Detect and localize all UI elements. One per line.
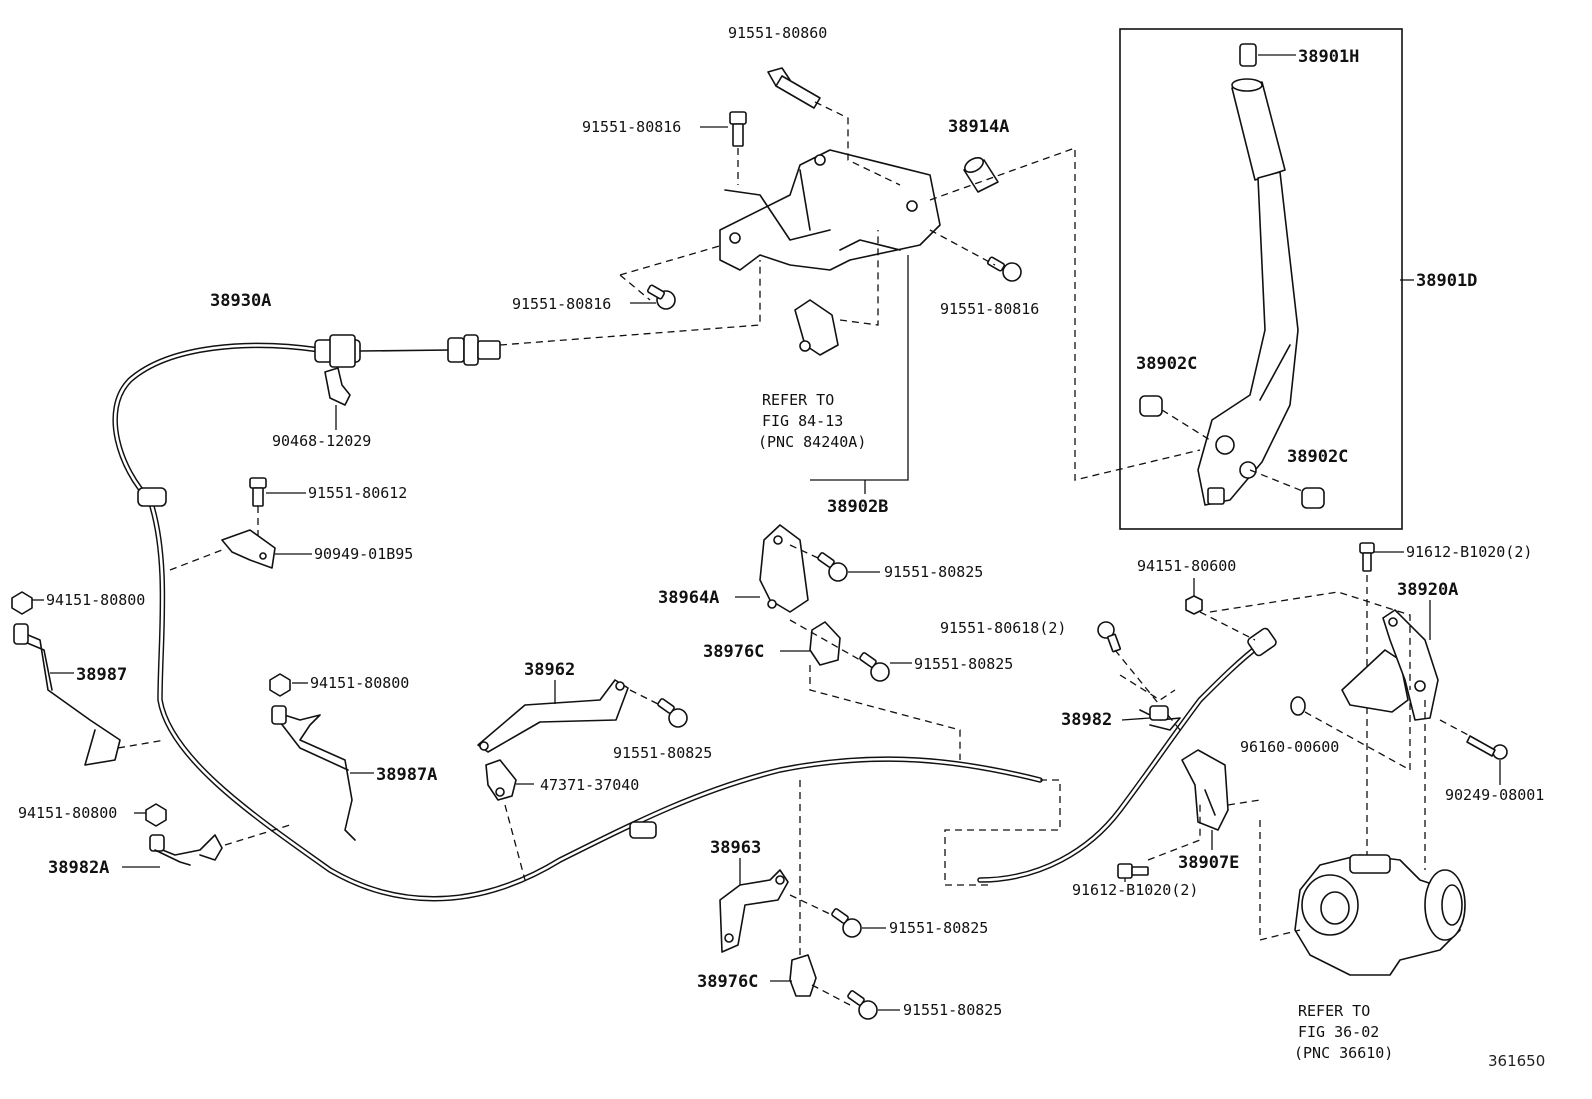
label-38902b: 38902B — [827, 497, 888, 517]
label-38982a: 38982A — [48, 858, 109, 878]
label-94151-80800-a: 94151-80800 — [46, 591, 145, 609]
rod-38987a — [271, 705, 356, 841]
label-91551-80618: 91551-80618(2) — [940, 619, 1066, 637]
label-91551-80816-a: 91551-80816 — [582, 118, 681, 136]
lever-assembly-box — [1119, 28, 1403, 530]
label-91551-80825-c: 91551-80825 — [914, 655, 1013, 673]
bolt-91551-80825-a — [657, 698, 688, 728]
bracket-38920a — [1341, 609, 1439, 721]
ref-36610-line1: REFER TO — [1298, 1002, 1370, 1020]
label-94151-80600: 94151-80600 — [1137, 557, 1236, 575]
label-38901h: 38901H — [1298, 47, 1359, 67]
bolt-91551-80612 — [249, 477, 267, 507]
label-91551-80825-d: 91551-80825 — [889, 919, 988, 937]
bushing-38914a — [963, 156, 999, 193]
nut-94151-80800-a — [11, 591, 33, 615]
bracket-38963 — [719, 869, 789, 953]
clip-38976c-b — [789, 954, 817, 997]
bolt-90249-08001 — [1466, 735, 1508, 760]
label-38920a: 38920A — [1397, 580, 1458, 600]
label-91612-b1020-a: 91612-B1020(2) — [1406, 543, 1532, 561]
washer-96160-00600 — [1290, 696, 1306, 716]
knob-38901h — [1239, 43, 1257, 67]
label-91551-80860: 91551-80860 — [728, 24, 827, 42]
grommet — [137, 487, 167, 507]
retainer-90468-12029 — [324, 367, 351, 406]
nut-94151-80800-c — [145, 803, 167, 827]
label-38976c-b: 38976C — [697, 972, 758, 992]
label-91612-b1020-b: 91612-B1020(2) — [1072, 881, 1198, 899]
label-38982: 38982 — [1061, 710, 1112, 730]
bolt-91551-80816-c — [987, 256, 1022, 282]
label-38963: 38963 — [710, 838, 761, 858]
label-38987a: 38987A — [376, 765, 437, 785]
label-91551-80825-e: 91551-80825 — [903, 1001, 1002, 1019]
figure-code: 361650 — [1488, 1052, 1545, 1070]
ref-84240a-line3: (PNC 84240A) — [758, 433, 866, 451]
label-38914a: 38914A — [948, 117, 1009, 137]
label-38964a: 38964A — [658, 588, 719, 608]
ref-84240a-line1: REFER TO — [762, 391, 834, 409]
bracket-38907e — [1181, 749, 1229, 831]
bolt-91551-80825-c — [859, 652, 890, 682]
label-90249-08001: 90249-08001 — [1445, 786, 1544, 804]
bracket-38962 — [477, 679, 629, 753]
label-91551-80816-b: 91551-80816 — [512, 295, 611, 313]
bolt-91551-80860 — [767, 67, 821, 109]
clamp-90949-01b95 — [221, 529, 276, 569]
bolt-91551-80816-a — [729, 111, 747, 147]
rod-38987 — [13, 623, 121, 766]
nut-94151-80800-b — [269, 673, 291, 697]
cable-clip-84240a — [794, 299, 839, 356]
label-94151-80800-c: 94151-80800 — [18, 804, 117, 822]
ref-36610-line2: FIG 36-02 — [1298, 1023, 1379, 1041]
main-cable-38930a — [112, 334, 1043, 902]
label-38930a: 38930A — [210, 291, 271, 311]
label-90949-01b95: 90949-01B95 — [314, 545, 413, 563]
label-94151-80800-b: 94151-80800 — [310, 674, 409, 692]
bolt-91551-80825-b — [817, 552, 848, 582]
clip-38976c-a — [809, 621, 841, 666]
bushing-38902c-a — [1139, 395, 1163, 417]
bushing-38902c-b — [1301, 487, 1325, 509]
label-38907e: 38907E — [1178, 853, 1239, 873]
label-38976c-a: 38976C — [703, 642, 764, 662]
label-91551-80825-b: 91551-80825 — [884, 563, 983, 581]
label-38962: 38962 — [524, 660, 575, 680]
bolt-91551-80618 — [1097, 621, 1122, 653]
nut-94151-80600 — [1185, 595, 1203, 615]
clip-38982 — [1139, 705, 1181, 731]
bolt-91551-80825-e — [847, 990, 878, 1020]
ref-84240a-line2: FIG 84-13 — [762, 412, 843, 430]
label-47371-37040: 47371-37040 — [540, 776, 639, 794]
shift-cable-right — [977, 627, 1277, 883]
label-38901d: 38901D — [1416, 271, 1477, 291]
label-38902c-b: 38902C — [1287, 447, 1348, 467]
bolt-91612-b1020-a — [1359, 542, 1375, 572]
label-38987: 38987 — [76, 665, 127, 685]
bolt-91612-b1020-b — [1117, 863, 1149, 879]
bolt-91551-80816-b — [647, 284, 676, 310]
clip-38982a — [149, 834, 223, 866]
label-91551-80816-c: 91551-80816 — [940, 300, 1039, 318]
ref-36610-line3: (PNC 36610) — [1294, 1044, 1393, 1062]
shift-lever-bracket — [719, 149, 941, 271]
clip-47371-37040 — [485, 759, 517, 801]
label-91551-80612: 91551-80612 — [308, 484, 407, 502]
shift-lever-38901d — [1197, 78, 1299, 506]
label-96160-00600: 96160-00600 — [1240, 738, 1339, 756]
bracket-38964a — [759, 524, 809, 613]
label-38902c-a: 38902C — [1136, 354, 1197, 374]
label-90468-12029: 90468-12029 — [272, 432, 371, 450]
bolt-91551-80825-d — [831, 908, 862, 938]
transmission-housing — [1294, 854, 1466, 976]
label-91551-80825-a: 91551-80825 — [613, 744, 712, 762]
